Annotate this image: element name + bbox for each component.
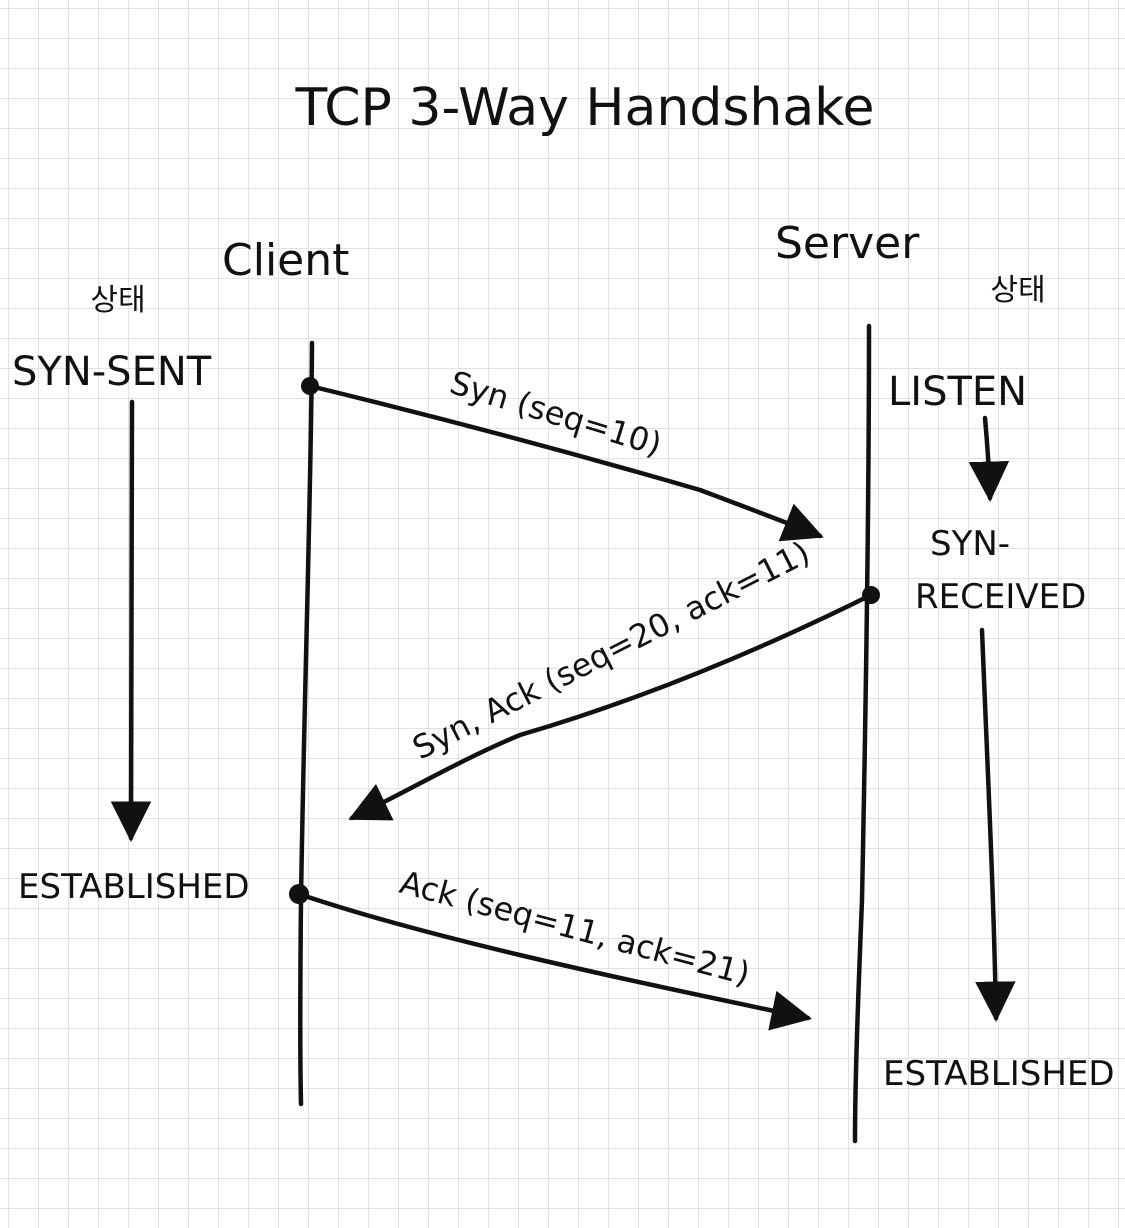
- client-state-arrow: [110, 399, 152, 843]
- syn-ack-arrow: [348, 592, 874, 821]
- server-label: Server: [775, 218, 920, 269]
- client-state-header: 상태: [90, 283, 145, 318]
- client-state-established: ESTABLISHED: [18, 867, 250, 907]
- server-state-arrow-listen: [968, 415, 1010, 503]
- syn-arrow: [307, 383, 824, 542]
- ack-message-label: Ack (seq=11, ack=21): [396, 863, 754, 993]
- server-state-arrow-received: [975, 627, 1016, 1023]
- ack-arrow: [296, 891, 812, 1031]
- server-state-established: ESTABLISHED: [883, 1054, 1115, 1094]
- client-lifeline: [298, 340, 315, 1107]
- server-state-syn-received-line2: RECEIVED: [915, 577, 1086, 617]
- client-label: Client: [222, 235, 349, 286]
- server-state-syn-received-line1: SYN-: [930, 524, 1010, 564]
- server-state-listen: LISTEN: [888, 369, 1027, 415]
- diagram-title: TCP 3-Way Handshake: [294, 78, 874, 138]
- server-state-header: 상태: [990, 273, 1045, 308]
- client-state-syn-sent: SYN-SENT: [12, 349, 212, 395]
- server-lifeline: [852, 323, 872, 1144]
